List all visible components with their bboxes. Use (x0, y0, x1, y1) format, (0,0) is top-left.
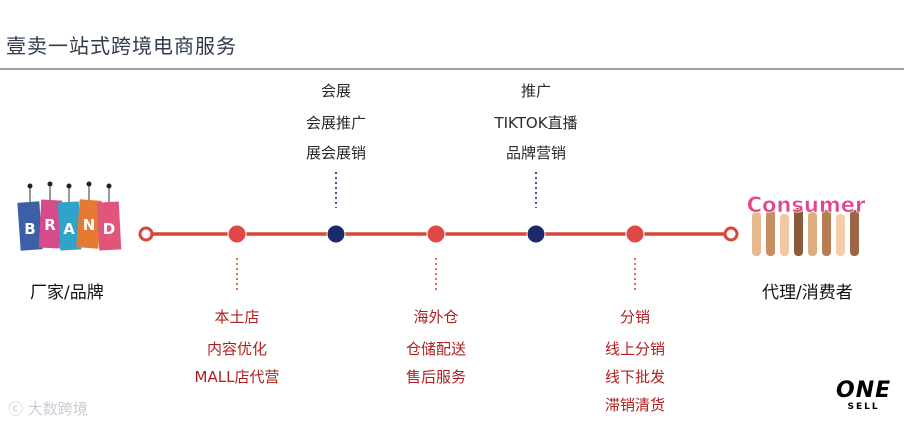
node-1-line-2: 内容优化 (206, 340, 268, 358)
brand-letter-4: N (83, 216, 96, 234)
node-5-line-2: 线上分销 (604, 340, 666, 358)
page-title: 壹卖一站式跨境电商服务 (6, 34, 237, 58)
node-2-labels: 会展会展推广展会展销 (306, 76, 366, 168)
watermark: ⓒ 大数跨境 (8, 398, 88, 419)
logo-sub: SELL (847, 402, 880, 412)
node-1-marker (227, 224, 247, 244)
node-4-marker (526, 224, 546, 244)
right-endpoint-label: 代理/消费者 (762, 283, 853, 303)
brand-tag-b: B (17, 183, 43, 251)
node-3-line-2: 仓储配送 (405, 340, 467, 358)
brand-tag-r: R (38, 181, 63, 249)
node-2-line-2: 会展推广 (305, 114, 367, 132)
node-3-line-3: 售后服务 (405, 368, 467, 386)
brand-tags-illustration: B R A N D (17, 181, 122, 251)
node-5-line-3: 线下批发 (604, 368, 666, 386)
node-5-line-4: 滞销清货 (604, 396, 666, 414)
consumer-hands-illustration: Consumer (746, 193, 866, 256)
node-2-line-1: 会展 (320, 82, 352, 100)
brand-letter-5: D (103, 220, 115, 238)
brand-tag-n: N (76, 181, 102, 249)
node-1-labels: 本土店内容优化 MALL店代营 (195, 303, 280, 391)
consumer-word: Consumer (747, 193, 866, 217)
timeline-start-ring (138, 226, 154, 242)
brand-tag-d: D (96, 183, 122, 251)
node-1-line-3: MALL店代营 (194, 368, 280, 386)
node-3-marker (426, 224, 446, 244)
node-3-labels: 海外仓仓储配送售后服务 (406, 303, 466, 391)
brand-letter-1: B (24, 220, 35, 238)
left-endpoint-label: 厂家/品牌 (30, 283, 104, 303)
title-divider (0, 68, 904, 70)
node-1-line-1: 本土店 (214, 308, 260, 326)
watermark-text: 大数跨境 (27, 400, 88, 418)
raised-hands (752, 208, 859, 256)
node-4-line-1: 推广 (520, 82, 552, 100)
brand-letter-3: A (63, 220, 75, 238)
brand-tag-a: A (57, 183, 82, 251)
node-4-line-3: 品牌营销 (505, 144, 567, 162)
node-2-line-3: 展会展销 (305, 144, 367, 162)
node-2-marker (326, 224, 346, 244)
logo-main: ONE (836, 378, 892, 403)
brand-letter-2: R (44, 216, 56, 234)
node-5-line-1: 分销 (619, 308, 651, 326)
node-4-line-2: TIKTOK直播 (494, 114, 578, 132)
node-4-labels: 推广 TIKTOK直播品牌营销 (494, 76, 577, 168)
node-3-line-1: 海外仓 (413, 308, 459, 326)
one-sell-logo: ONE SELL (836, 378, 892, 413)
node-5-labels: 分销线上分销线下批发滞销清货 (605, 303, 665, 419)
node-5-marker (625, 224, 645, 244)
timeline-end-ring (723, 226, 739, 242)
watermark-icon: ⓒ (8, 400, 28, 418)
